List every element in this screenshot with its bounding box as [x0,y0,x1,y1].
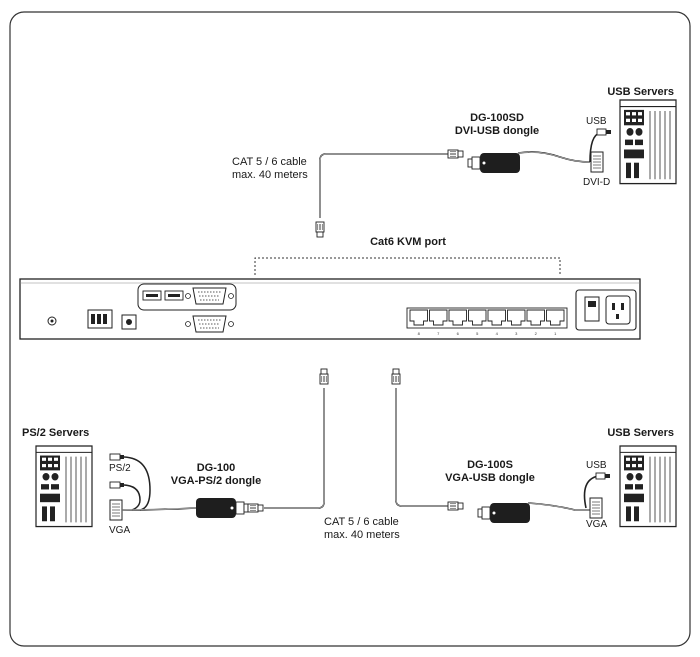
usb-plug-icon [595,472,606,480]
left-connection [35,368,329,528]
vga-port-icon [185,315,234,333]
usb-server-tower-icon [619,99,677,185]
console-port-group [137,283,237,311]
cat6-port-number: 2 [535,331,538,336]
right-dongle-type: VGA-USB dongle [445,472,535,484]
ps2-server-tower-icon [35,445,93,528]
kvm-port-label: Cat6 KVM port [370,236,446,248]
ps2-plug-icon [109,453,121,461]
cat6-port-number: 7 [437,331,440,336]
cat6-port-icon [507,309,526,326]
cat6-port-icon [429,309,448,326]
right-connection [391,368,677,528]
top-dongle-model: DG-100SD [470,112,524,124]
left-server-port-ps2: PS/2 [109,463,131,474]
top-dongle-type: DVI-USB dongle [455,125,539,137]
kvm-switch: 8 7 6 5 4 3 2 1 [19,278,641,340]
top-connection [315,99,677,238]
rj45-plug-icon [447,149,464,159]
right-server-port-vga: VGA [586,519,607,530]
cat6-port-icon [468,309,487,326]
rj45-plug-icon [247,503,264,513]
top-cable-label-line1: CAT 5 / 6 cable [232,156,307,168]
cat6-port-number: 8 [418,331,421,336]
cat6-port-icon [409,309,428,326]
cat6-port-number: 3 [515,331,518,336]
cat6-port-icon [526,309,545,326]
top-server-port-usb: USB [586,116,607,127]
cat6-port-bank: 8 7 6 5 4 3 2 1 [406,307,568,336]
top-server-title: USB Servers [607,86,674,98]
kvm-port-bracket [254,257,561,275]
right-dongle-model: DG-100S [467,459,513,471]
left-dongle-type: VGA-PS/2 dongle [171,475,261,487]
rj45-plug-icon [319,368,329,385]
top-server-port-dvid: DVI-D [583,177,610,188]
cat6-port-icon [546,309,565,326]
left-server-title: PS/2 Servers [22,427,89,439]
cat6-port-icon [487,309,506,326]
terminal-block-icon [87,309,113,329]
left-dongle-model: DG-100 [197,462,236,474]
cat6-port-number: 4 [496,331,499,336]
rj45-plug-icon [315,221,325,238]
cat6-port-number: 5 [476,331,479,336]
right-server-port-usb: USB [586,460,607,471]
bottom-cable-label-line1: CAT 5 / 6 cable [324,516,399,528]
usb-server-tower-icon [619,445,677,528]
rj45-plug-icon [391,368,401,385]
dc-jack-icon [121,314,137,330]
ps2-plug-icon [109,481,121,489]
vga-plug-icon [109,499,123,521]
top-cable-label-line2: max. 40 meters [232,169,308,181]
rj45-plug-icon [447,501,464,511]
left-server-port-vga: VGA [109,525,130,536]
bottom-cable-label-line2: max. 40 meters [324,529,400,541]
vga-plug-icon [589,497,603,519]
cat6-port-number: 1 [554,331,557,336]
right-server-title: USB Servers [607,427,674,439]
dvi-plug-icon [590,151,604,173]
usb-plug-icon [596,128,607,136]
power-inlet-icon [575,289,637,331]
cat6-port-number: 6 [457,331,460,336]
cat6-port-icon [448,309,467,326]
vga-port-icon [185,287,234,305]
